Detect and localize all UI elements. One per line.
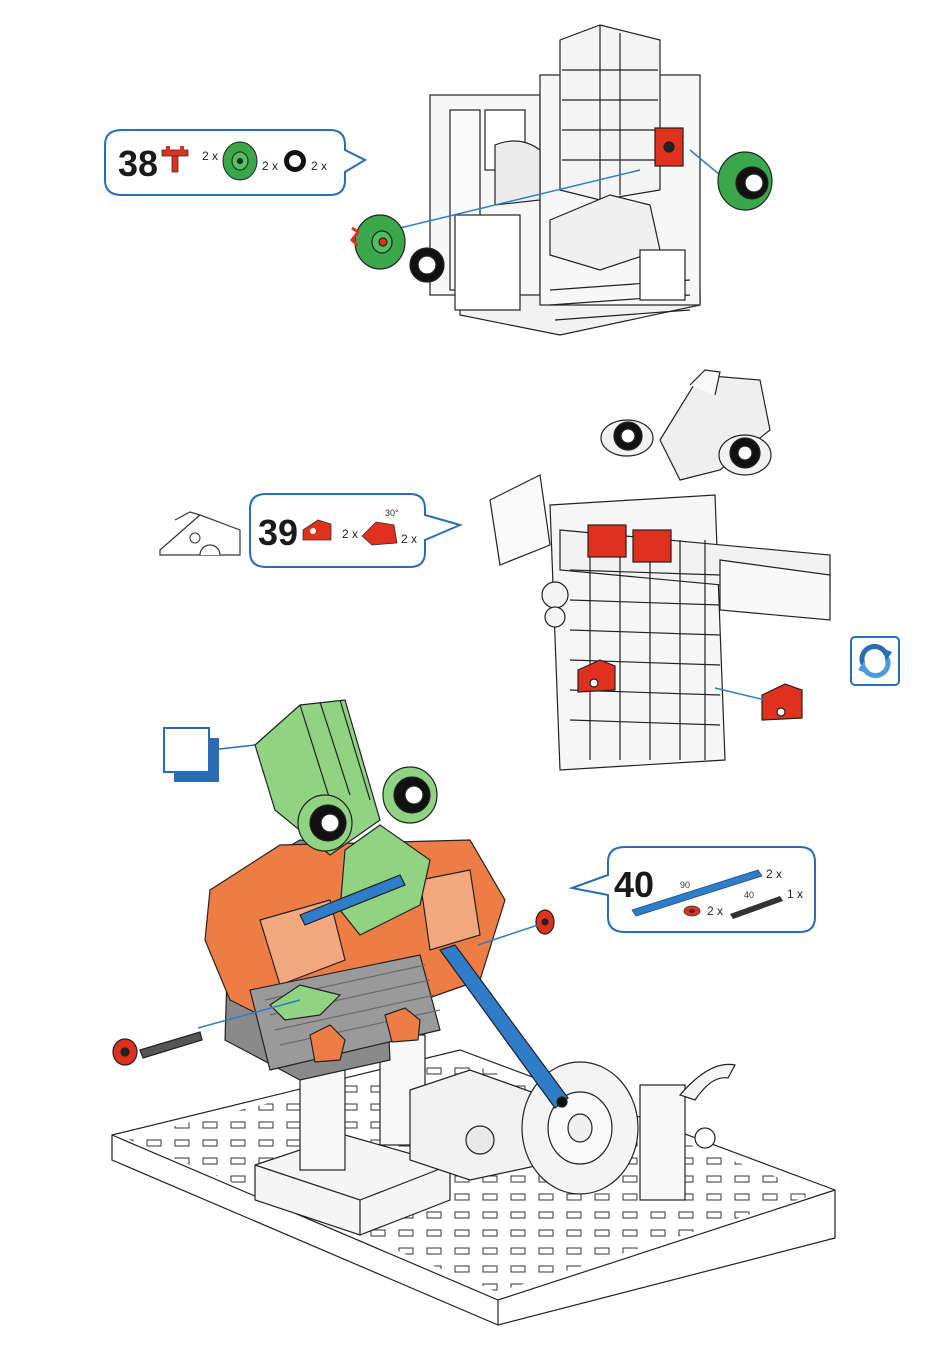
black-tire-icon — [284, 150, 306, 172]
green-wheel-hub-icon — [223, 142, 257, 180]
step-38-qty-3: 2 x — [311, 159, 327, 173]
step-40-strut-label: 90 — [680, 880, 690, 890]
step-38-callout: 38 2 x 2 x 2 x — [105, 130, 365, 195]
subassembly-box-icon — [164, 728, 255, 782]
step-39-angle-label: 30° — [385, 508, 399, 518]
step-39-qty-1: 2 x — [342, 527, 358, 541]
red-nut-icon — [684, 906, 700, 916]
step-39-callout: 39 2 x 30° 2 x — [250, 494, 460, 567]
step-40-callout: 40 90 2 x 2 x 40 1 x — [572, 847, 815, 932]
step-40-axle-label: 40 — [744, 890, 754, 900]
step-38-qty-1: 2 x — [202, 149, 218, 163]
step-38-model — [352, 25, 772, 335]
step-40-qty-2: 2 x — [707, 904, 723, 918]
step-40-qty-3: 1 x — [787, 887, 803, 901]
rotate-model-icon — [851, 637, 899, 685]
step-39-qty-2: 2 x — [401, 532, 417, 546]
step-39-number: 39 — [258, 512, 298, 553]
step-38-number: 38 — [118, 143, 158, 184]
step-38-qty-2: 2 x — [262, 159, 278, 173]
step-40-model — [112, 700, 835, 1325]
step-40-number: 40 — [614, 864, 654, 905]
cheese-wedge-icon — [160, 512, 240, 555]
step-40-qty-1: 2 x — [766, 867, 782, 881]
step-39-model — [490, 370, 830, 770]
